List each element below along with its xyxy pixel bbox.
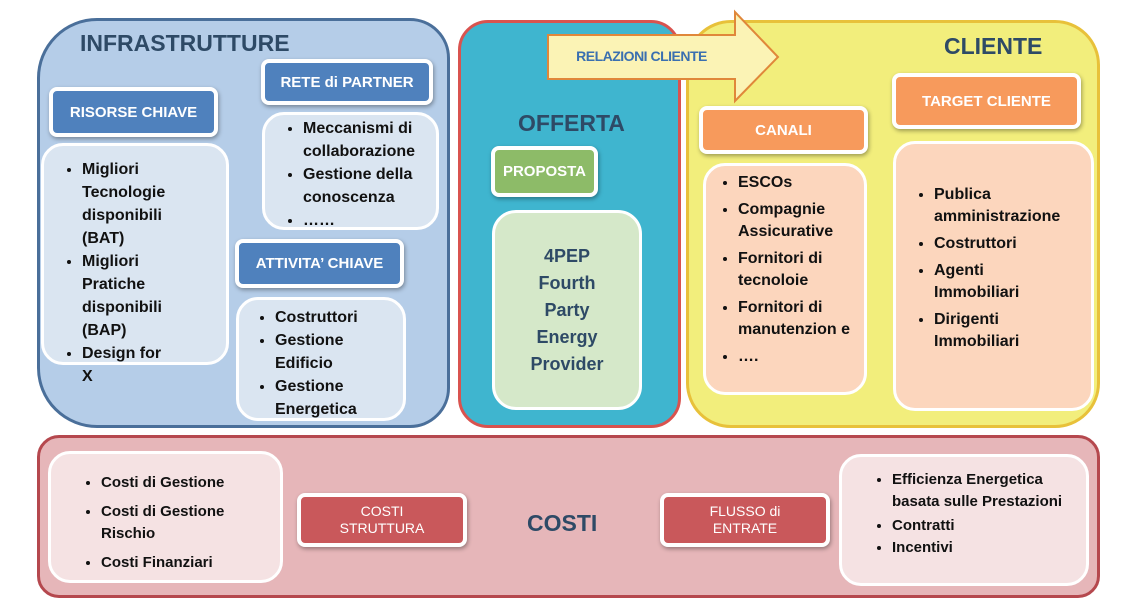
list-item: …. (738, 346, 856, 368)
risorse-chiave-header: RISORSE CHIAVE (49, 87, 218, 137)
list-item: Gestione Energetica (275, 375, 363, 421)
target-cliente-list: Publica amministrazione Costruttori Agen… (893, 141, 1094, 411)
list-item: Fornitori di tecnoloie (738, 248, 856, 292)
list-item: Costi di Gestione Rischio (101, 501, 240, 545)
list-item: …… (303, 209, 430, 232)
rete-partner-header: RETE di PARTNER (261, 59, 433, 105)
attivita-chiave-list: Costruttori Gestione Edificio Gestione E… (236, 297, 406, 421)
cliente-title: CLIENTE (944, 33, 1043, 59)
canali-header: CANALI (699, 106, 868, 154)
offerta-title: OFFERTA (518, 110, 625, 136)
list-item: Migliori Pratiche disponibili (BAP) (82, 250, 166, 342)
proposta-line: Provider (530, 353, 604, 374)
header-line: FLUSSO di (709, 503, 781, 519)
target-cliente-header: TARGET CLIENTE (892, 73, 1081, 129)
rete-partner-list: Meccanismi di collaborazione Gestione de… (262, 112, 439, 230)
list-item: Dirigenti Immobiliari (934, 309, 1085, 353)
list-item: Gestione Edificio (275, 329, 363, 375)
list-item: Efficienza Energetica basata sulle Prest… (892, 469, 1072, 513)
proposta-line: Energy (536, 326, 598, 347)
flusso-entrate-list: Efficienza Energetica basata sulle Prest… (839, 454, 1089, 586)
list-item: Contratti (892, 515, 1072, 537)
infrastrutture-title: INFRASTRUTTURE (80, 30, 290, 56)
costi-struttura-header: COSTI STRUTTURA (297, 493, 467, 547)
list-item: Gestione della conoscenza (303, 163, 430, 209)
list-item: Costruttori (934, 233, 1085, 255)
proposta-line: Party (544, 299, 590, 320)
list-item: Costi di Gestione (101, 472, 240, 494)
header-line: STRUTTURA (339, 520, 425, 536)
costi-title: COSTI (527, 510, 598, 536)
risorse-chiave-list: Migliori Tecnologie disponibili (BAT) Mi… (41, 143, 229, 385)
list-item: Costi Finanziari (101, 552, 240, 574)
list-item: Migliori Tecnologie disponibili (BAT) (82, 158, 166, 250)
list-item: Agenti Immobiliari (934, 260, 1085, 304)
list-item: Meccanismi di collaborazione (303, 117, 430, 163)
attivita-chiave-header: ATTIVITA’ CHIAVE (235, 239, 404, 288)
list-item: Design for X (82, 342, 166, 388)
list-item: Costruttori (275, 306, 363, 329)
costi-struttura-list: Costi di Gestione Costi di Gestione Risc… (48, 451, 283, 583)
flusso-entrate-header: FLUSSO di ENTRATE (660, 493, 830, 547)
list-item: ESCOs (738, 172, 856, 194)
relazioni-cliente-arrow (547, 9, 780, 104)
proposta-box: 4PEP Fourth Party Energy Provider (492, 210, 642, 410)
proposta-line: 4PEP (543, 245, 591, 266)
list-item: Incentivi (892, 537, 1072, 559)
canali-list: ESCOs Compagnie Assicurative Fornitori d… (703, 163, 867, 395)
list-item: Publica amministrazione (934, 184, 1085, 228)
list-item: Compagnie Assicurative (738, 199, 856, 243)
arrow-shape (547, 9, 780, 104)
proposta-line: Fourth (538, 272, 596, 293)
header-line: COSTI (360, 503, 404, 519)
proposta-header: PROPOSTA (491, 146, 598, 197)
header-line: ENTRATE (712, 520, 778, 536)
list-item: Fornitori di manutenzion e (738, 297, 856, 341)
relazioni-cliente-label: RELAZIONI CLIENTE (576, 48, 707, 64)
